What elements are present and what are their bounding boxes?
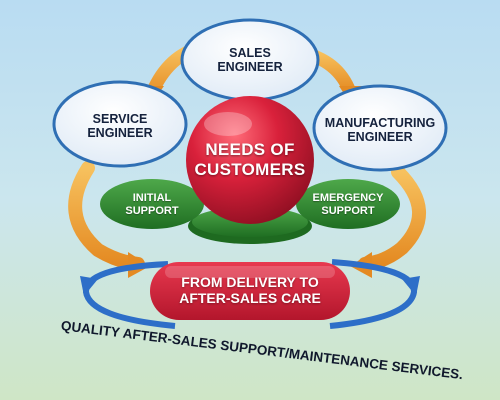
emergency-support-disc: [296, 179, 400, 229]
service-engineer-label: SERVICE ENGINEER: [87, 112, 153, 141]
initial-support-label: INITIAL SUPPORT: [125, 192, 179, 217]
service-engineer-node: [52, 80, 188, 168]
initial-support-disc: [100, 179, 204, 229]
needs-of-customers-label: NEEDS OF CUSTOMERS: [194, 140, 306, 179]
needs-sphere: [186, 96, 314, 224]
emergency-support-label: EMERGENCY SUPPORT: [312, 192, 384, 217]
blue-arrowhead: [80, 276, 98, 296]
delivery-pill-shine: [165, 266, 335, 278]
delivery-label: FROM DELIVERY TO AFTER-SALES CARE: [179, 274, 321, 307]
orange-arrow-right-side: [358, 165, 426, 271]
manufacturing-engineer-node: [312, 84, 448, 172]
sphere-highlight: [204, 112, 252, 136]
sales-engineer-label: SALES ENGINEER: [217, 46, 283, 75]
delivery-pill: [150, 262, 350, 320]
blue-arrowhead: [402, 276, 420, 296]
manufacturing-engineer-label: MANUFACTURING ENGINEER: [324, 116, 436, 145]
orange-arrow-left-side: [68, 161, 145, 271]
